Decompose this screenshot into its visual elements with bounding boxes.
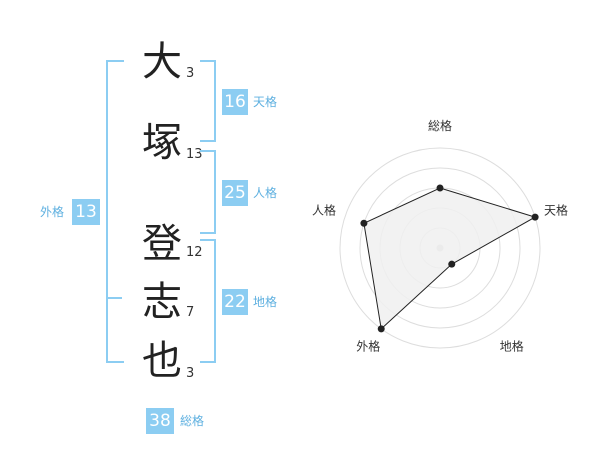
radar-axis-label: 外格 — [356, 339, 380, 354]
name-char-2: 塚 — [142, 120, 182, 166]
tenkaku-bracket — [200, 60, 216, 142]
stroke-count-2: 13 — [186, 147, 203, 162]
soukaku-value: 38 — [146, 408, 174, 434]
radar-point — [436, 184, 444, 192]
radar-axis-label: 人格 — [312, 202, 336, 217]
jinkaku-value: 25 — [222, 180, 248, 206]
chikaku-bracket — [200, 239, 216, 363]
radar-point — [360, 219, 368, 227]
gaikaku-value: 13 — [72, 199, 100, 225]
stroke-count-1: 3 — [186, 66, 195, 81]
chikaku-value: 22 — [222, 289, 248, 315]
jinkaku-bracket — [200, 150, 216, 234]
radar-ring — [359, 167, 521, 329]
outer-bracket-tick — [106, 297, 122, 299]
radar-axis-label: 天格 — [544, 202, 568, 217]
outer-bracket — [106, 60, 124, 363]
tenkaku-label: 天格 — [253, 95, 278, 109]
radar-point — [531, 213, 539, 221]
radar-shape — [363, 187, 537, 330]
soukaku-label: 総格 — [180, 414, 205, 428]
name-char-4: 志 — [142, 279, 182, 325]
radar-axis-label: 地格 — [500, 339, 524, 354]
gaikaku-label: 外格 — [40, 205, 65, 219]
radar-axis-label: 総格 — [428, 118, 452, 133]
stroke-count-5: 3 — [186, 366, 195, 381]
tenkaku-value: 16 — [222, 89, 248, 115]
stroke-count-3: 12 — [186, 245, 203, 260]
jinkaku-label: 人格 — [253, 186, 278, 200]
name-char-3: 登 — [142, 221, 182, 267]
name-char-1: 大 — [142, 39, 182, 85]
radar-point — [377, 325, 385, 333]
radar-ring — [339, 147, 541, 349]
radar-point — [448, 260, 456, 268]
name-char-5: 也 — [142, 338, 182, 384]
stroke-count-4: 7 — [186, 305, 195, 320]
chikaku-label: 地格 — [253, 295, 278, 309]
